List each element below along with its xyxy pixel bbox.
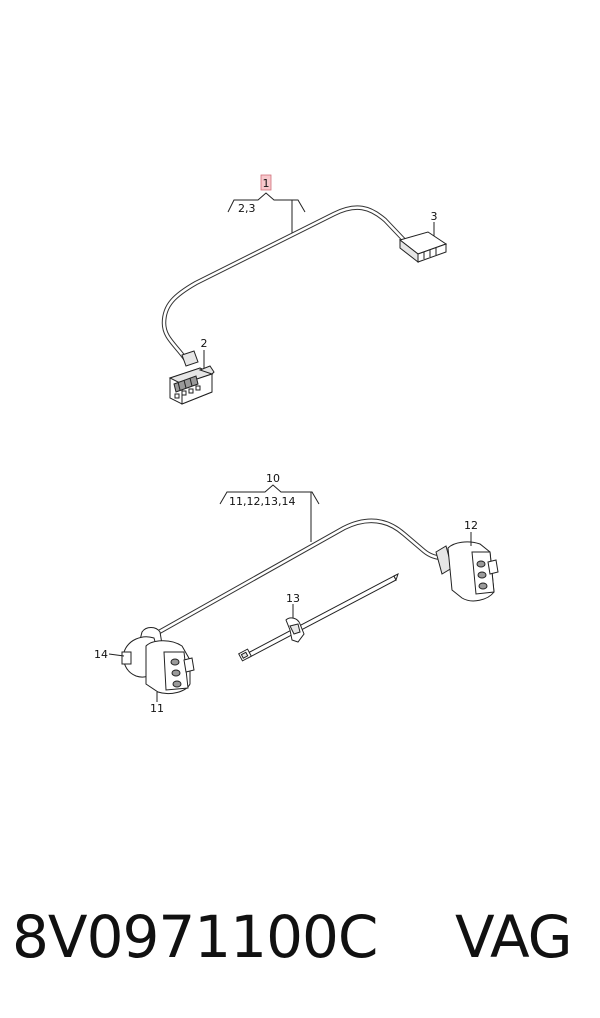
callout-2-3[interactable]: 2,3 xyxy=(238,202,256,215)
footer: 8V0971100C VAG xyxy=(0,892,600,982)
callout-10[interactable]: 10 xyxy=(266,472,280,485)
bracket-top xyxy=(227,192,306,213)
connector-part-12[interactable] xyxy=(435,541,499,602)
cable-bottom xyxy=(149,518,447,639)
connector-part-3[interactable] xyxy=(398,231,448,264)
callout-12[interactable]: 12 xyxy=(464,519,478,532)
cable-tie-part-13[interactable] xyxy=(238,573,399,662)
bracket-bottom xyxy=(219,484,320,505)
brand-name: VAG xyxy=(455,903,573,971)
callout-11-12-13-14[interactable]: 11,12,13,14 xyxy=(229,495,295,508)
callout-1-highlight[interactable] xyxy=(260,174,272,191)
assembly-top: 1 2,3 2 xyxy=(161,174,448,405)
callout-2[interactable]: 2 xyxy=(201,337,208,350)
callout-13[interactable]: 13 xyxy=(286,592,300,605)
leader-14 xyxy=(108,653,125,657)
callout-14[interactable]: 14 xyxy=(94,648,108,661)
connector-part-11[interactable] xyxy=(121,627,195,695)
connector-part-2[interactable] xyxy=(168,350,215,405)
callout-3[interactable]: 3 xyxy=(431,210,438,223)
parts-diagram: 1 2,3 2 xyxy=(94,174,499,715)
callout-11[interactable]: 11 xyxy=(150,702,164,715)
part-number: 8V0971100C xyxy=(12,903,378,971)
callout-1[interactable]: 1 xyxy=(263,177,270,190)
assembly-bottom: 10 11,12,13,14 12 xyxy=(94,472,499,715)
